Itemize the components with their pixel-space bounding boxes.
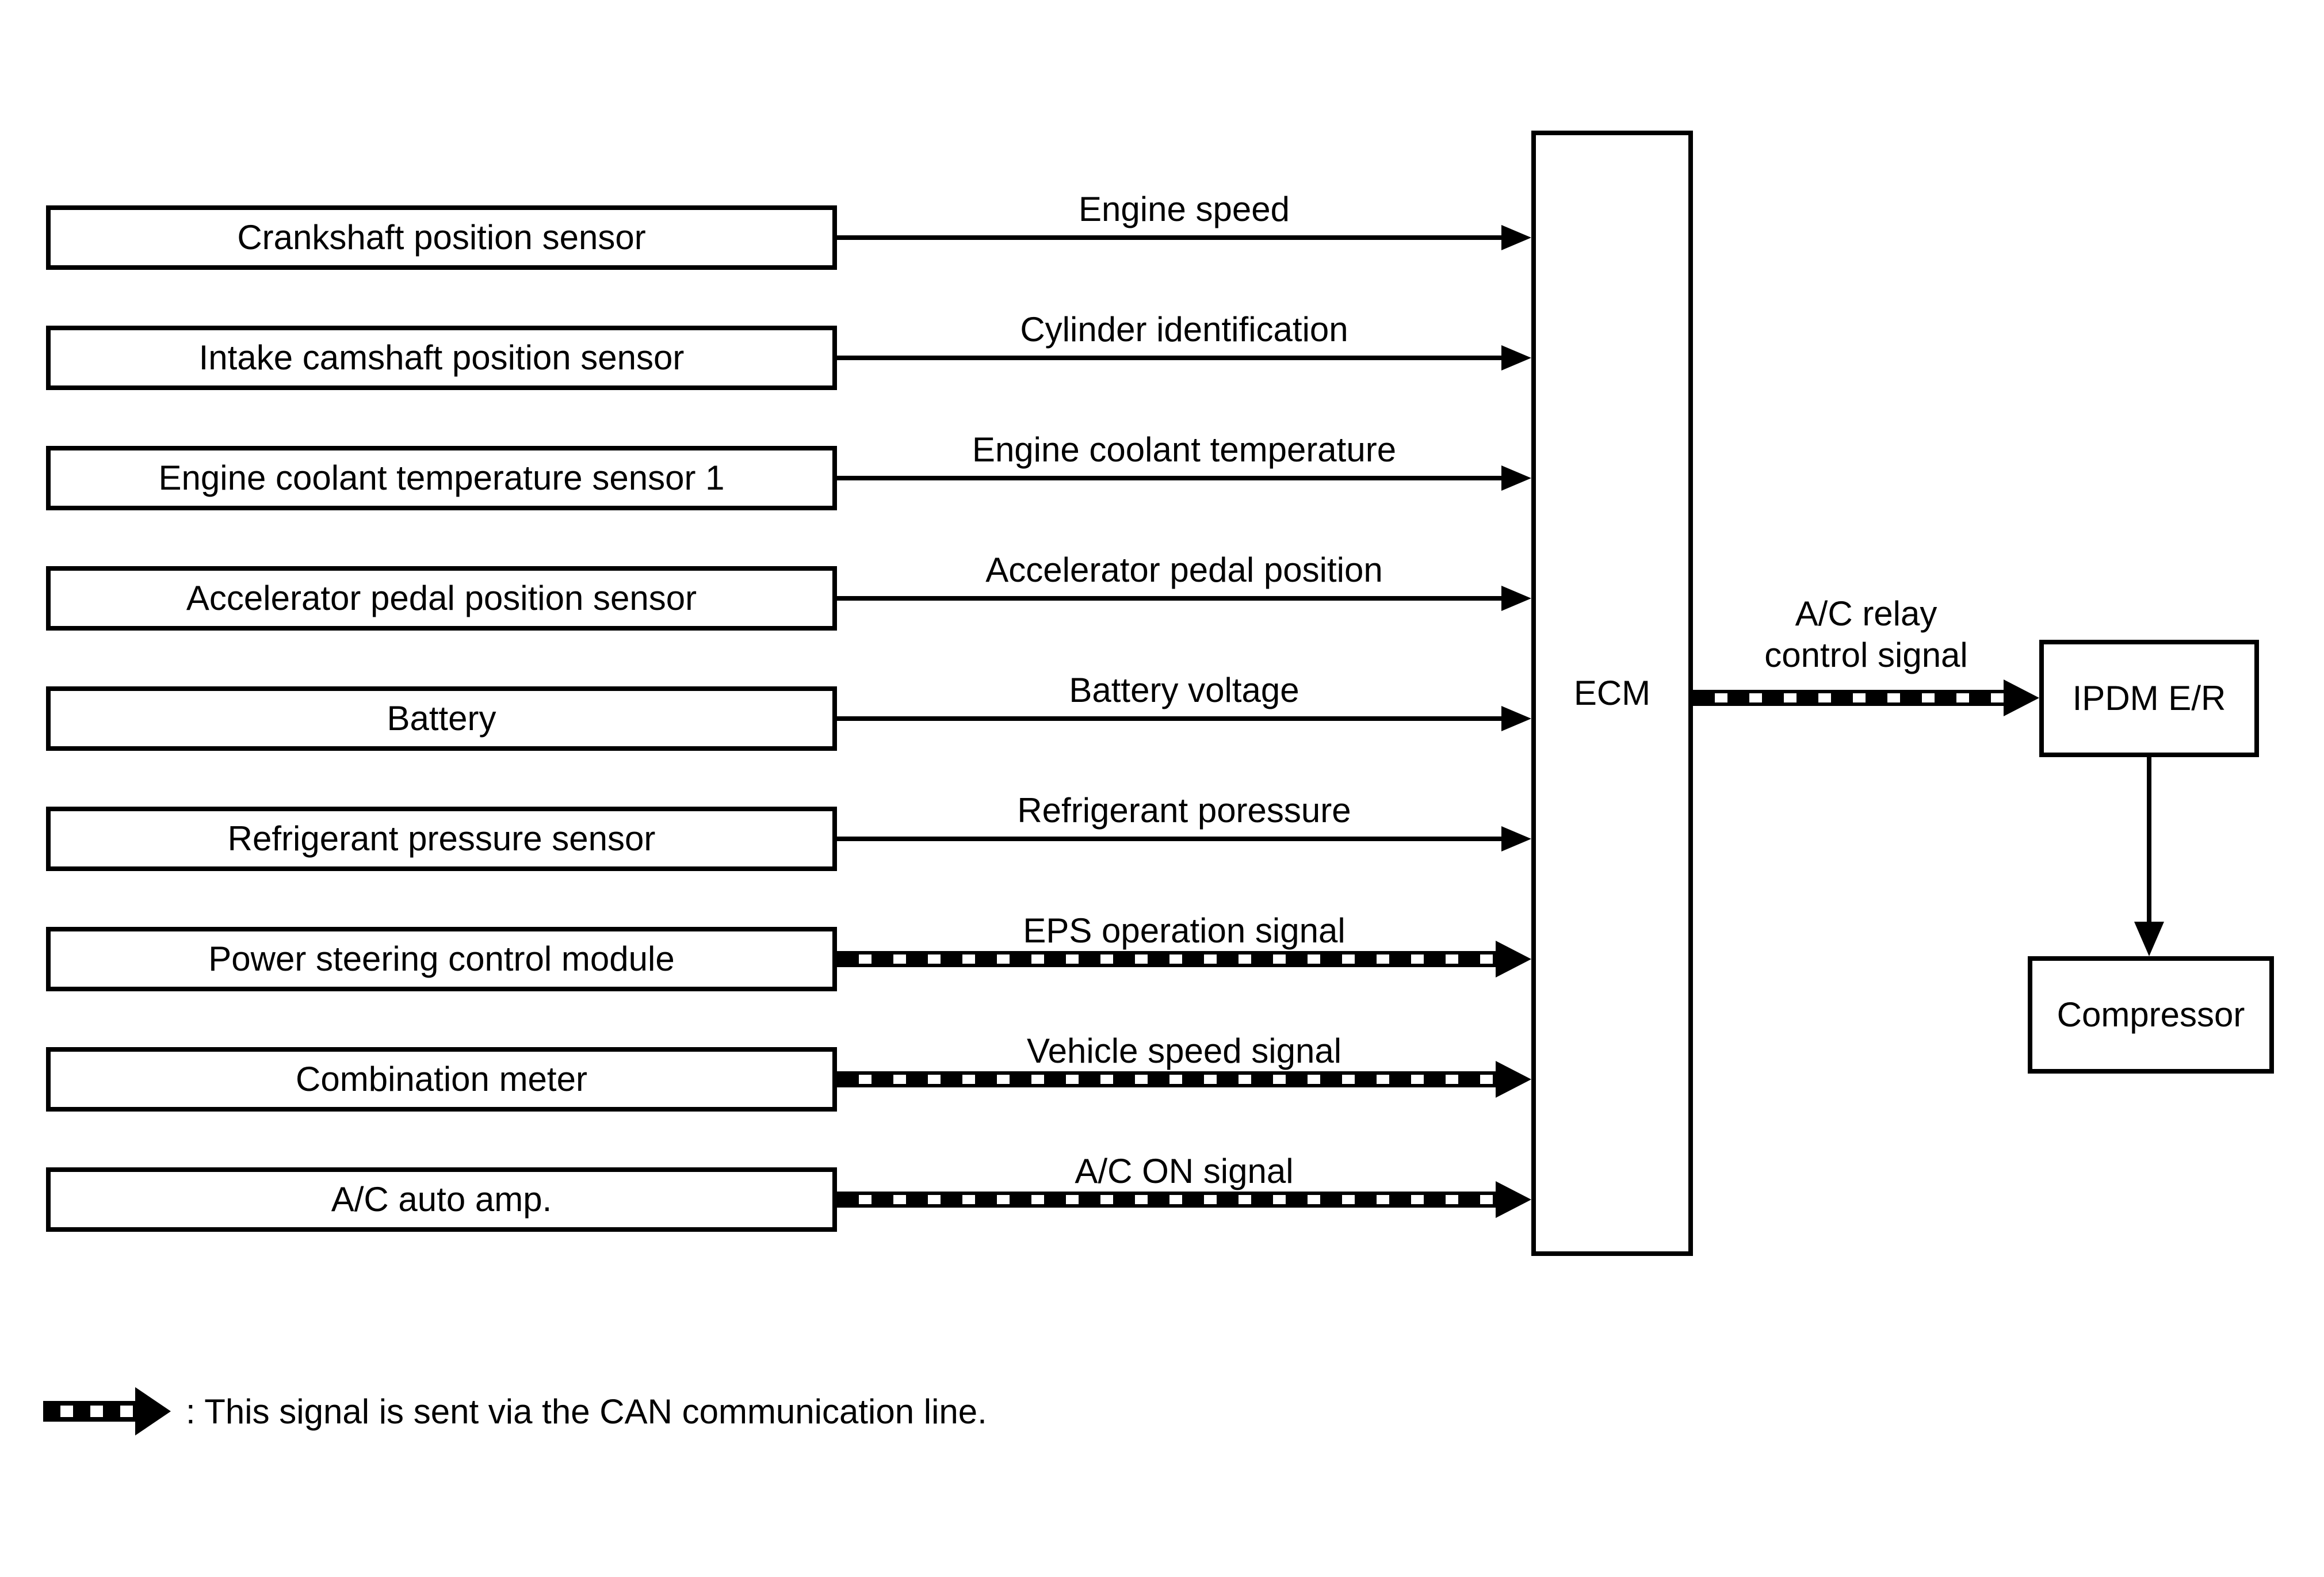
ipdm-er-box: IPDM E/R [2039, 640, 2259, 757]
source-box-label: Power steering control module [208, 940, 675, 979]
source-box-label: Accelerator pedal position sensor [186, 579, 697, 618]
legend-text: : This signal is sent via the CAN commun… [186, 1392, 987, 1431]
source-box-label: Refrigerant pressure sensor [227, 819, 656, 858]
arrow-head-icon [1501, 826, 1531, 851]
source-box: Combination meter [46, 1047, 837, 1112]
ipdm-to-compressor-arrow [2147, 757, 2151, 926]
ipdm-er-label: IPDM E/R [2072, 679, 2226, 718]
ac-relay-signal-label-line2: control signal [1764, 636, 1968, 674]
arrow-line [837, 356, 1506, 360]
compressor-label: Compressor [2057, 995, 2245, 1034]
arrow-line [837, 837, 1506, 841]
signal-arrow [837, 460, 1531, 497]
source-box: Battery [46, 686, 837, 751]
arrow-head-icon [2004, 679, 2039, 716]
signal-label: Refrigerant poressure [1017, 791, 1351, 830]
can-arrow-line [837, 951, 1503, 967]
source-box: Engine coolant temperature sensor 1 [46, 446, 837, 510]
can-arrow-line [837, 1192, 1503, 1208]
ac-relay-can-arrow [1693, 679, 2039, 716]
signal-label: A/C ON signal [1075, 1152, 1294, 1190]
source-box: Power steering control module [46, 927, 837, 991]
arrow-line [837, 235, 1506, 240]
source-box: Refrigerant pressure sensor [46, 807, 837, 871]
source-box: Crankshaft position sensor [46, 205, 837, 270]
arrow-head-icon [1501, 586, 1531, 611]
signal-arrow [837, 700, 1531, 737]
source-box: Accelerator pedal position sensor [46, 566, 837, 631]
arrow-head-icon [1501, 225, 1531, 250]
signal-label: Accelerator pedal position [985, 551, 1383, 589]
can-arrow-line [837, 1071, 1503, 1087]
arrow-head-icon [135, 1387, 171, 1435]
arrow-head-icon [1501, 706, 1531, 731]
ecm-label: ECM [1573, 674, 1651, 713]
compressor-box: Compressor [2028, 956, 2274, 1074]
arrow-head-icon [1496, 941, 1531, 977]
can-signal-arrow [837, 941, 1531, 977]
source-box-label: Combination meter [296, 1060, 587, 1099]
signal-arrow [837, 820, 1531, 857]
source-box-label: A/C auto amp. [331, 1180, 552, 1219]
arrow-line [837, 716, 1506, 721]
arrow-head-icon [1501, 465, 1531, 491]
arrow-line [837, 476, 1506, 480]
can-signal-arrow [837, 1061, 1531, 1098]
ac-relay-signal-label-line1: A/C relay [1795, 594, 1937, 633]
signal-arrow [837, 580, 1531, 617]
arrow-head-icon [1496, 1181, 1531, 1218]
ac-relay-signal-label: A/C relay control signal [1693, 593, 2039, 676]
can-line-legend-icon [43, 1387, 171, 1435]
signal-label: Engine coolant temperature [972, 430, 1397, 469]
source-box-label: Intake camshaft position sensor [198, 338, 685, 377]
can-signal-arrow [837, 1181, 1531, 1218]
arrow-head-icon [1501, 345, 1531, 371]
source-box-label: Engine coolant temperature sensor 1 [158, 459, 725, 498]
source-box: A/C auto amp. [46, 1167, 837, 1232]
can-arrow-line [43, 1401, 135, 1422]
arrow-head-icon [1496, 1061, 1531, 1098]
signal-label: Cylinder identification [1020, 310, 1348, 349]
signal-label: Engine speed [1079, 190, 1290, 228]
signal-label: Vehicle speed signal [1026, 1032, 1342, 1070]
signal-label: Battery voltage [1069, 671, 1299, 709]
source-box-label: Crankshaft position sensor [237, 218, 646, 257]
source-box: Intake camshaft position sensor [46, 326, 837, 390]
legend: : This signal is sent via the CAN commun… [43, 1378, 987, 1445]
can-arrow-line [1693, 690, 2010, 706]
arrow-line [837, 596, 1506, 601]
ecm-box: ECM [1531, 131, 1693, 1256]
arrow-head-icon [2134, 922, 2164, 956]
signal-arrow [837, 219, 1531, 256]
source-box-label: Battery [387, 699, 496, 738]
signal-label: EPS operation signal [1023, 911, 1346, 950]
signal-arrow [837, 339, 1531, 376]
